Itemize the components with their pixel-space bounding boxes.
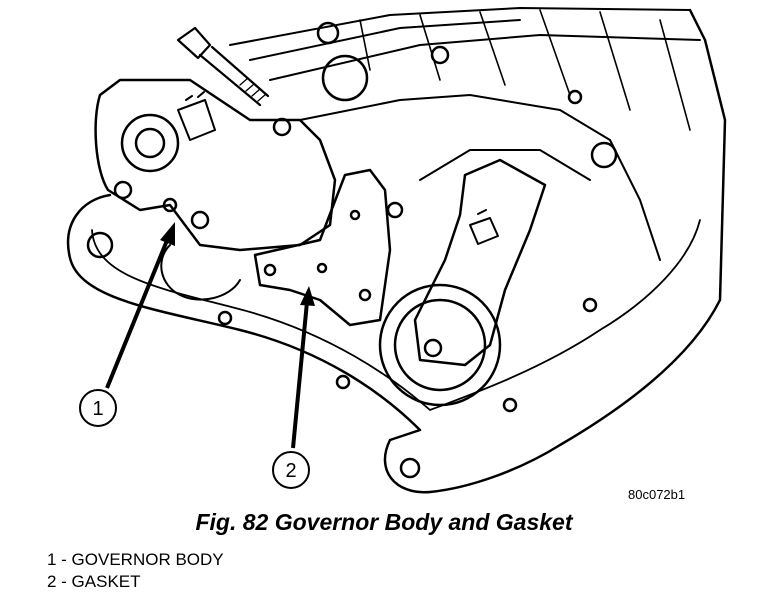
figure-id: 80c072b1 xyxy=(628,487,686,502)
figure-caption: Fig. 82 Governor Body and Gasket xyxy=(195,509,573,535)
gasket-outline xyxy=(253,168,392,327)
adjust-screw xyxy=(469,209,499,245)
governor-body-outline xyxy=(94,78,337,252)
valve-body-rails xyxy=(359,9,691,131)
legend-item-gasket: 2 - GASKET xyxy=(47,572,141,591)
callout-1-leader xyxy=(105,237,170,389)
case-inner-rim xyxy=(91,219,701,411)
callout-1-number: 1 xyxy=(92,398,103,420)
governor-bolt-hole-2 xyxy=(190,210,210,230)
case-bolt-4 xyxy=(502,397,518,413)
output-shaft-outer xyxy=(378,283,502,407)
callout-2-number: 2 xyxy=(285,460,296,482)
gasket-hole-4 xyxy=(358,288,372,302)
callout-2: 2 xyxy=(272,286,315,489)
case-bolt-7 xyxy=(590,141,618,169)
valve-body-top xyxy=(229,7,701,81)
governor-bolt-hole-1 xyxy=(113,180,133,200)
bolt-threads xyxy=(239,77,267,102)
callout-2-leader xyxy=(291,301,309,449)
callout-2-arrowhead xyxy=(300,286,315,306)
governor-bolt-hole-3 xyxy=(272,117,292,137)
transmission-case-outline xyxy=(66,8,727,494)
valve-body-plug-3 xyxy=(430,45,450,65)
gasket-hole-1 xyxy=(263,263,277,277)
arm-pivot-hole xyxy=(423,338,443,358)
valve-body-plug-4 xyxy=(567,89,583,105)
gasket-hole-2 xyxy=(316,262,328,274)
governor-weight-arm xyxy=(413,158,547,367)
lower-left-housing xyxy=(160,244,241,301)
case-bolt-8 xyxy=(386,201,404,219)
case-bolt-1 xyxy=(86,231,114,259)
case-bolt-6 xyxy=(399,457,421,479)
callout-2-circle xyxy=(272,451,310,489)
valve-body-lower xyxy=(299,94,661,261)
legend: 1 - GOVERNOR BODY 2 - GASKET xyxy=(47,549,224,593)
case-bolt-2 xyxy=(217,310,233,326)
callout-1-arrowhead xyxy=(160,222,175,246)
case-bolt-3 xyxy=(335,374,351,390)
valve-body-plug-1 xyxy=(316,21,340,45)
legend-item-governor-body: 1 - GOVERNOR BODY xyxy=(47,550,224,569)
output-shaft-mid xyxy=(393,298,487,392)
governor-hub-outer xyxy=(120,113,180,173)
governor-diagram: 1 2 xyxy=(66,7,727,494)
solenoid-connector xyxy=(177,91,216,141)
callout-1: 1 xyxy=(79,222,175,427)
valve-body-plug-2 xyxy=(321,54,369,102)
gasket-hole-3 xyxy=(349,209,361,221)
governor-hub-inner xyxy=(134,127,166,159)
mounting-bolt xyxy=(176,26,270,107)
callout-1-circle xyxy=(79,389,117,427)
governor-bolt-hole-4 xyxy=(162,197,178,213)
case-bolt-5 xyxy=(582,297,598,313)
